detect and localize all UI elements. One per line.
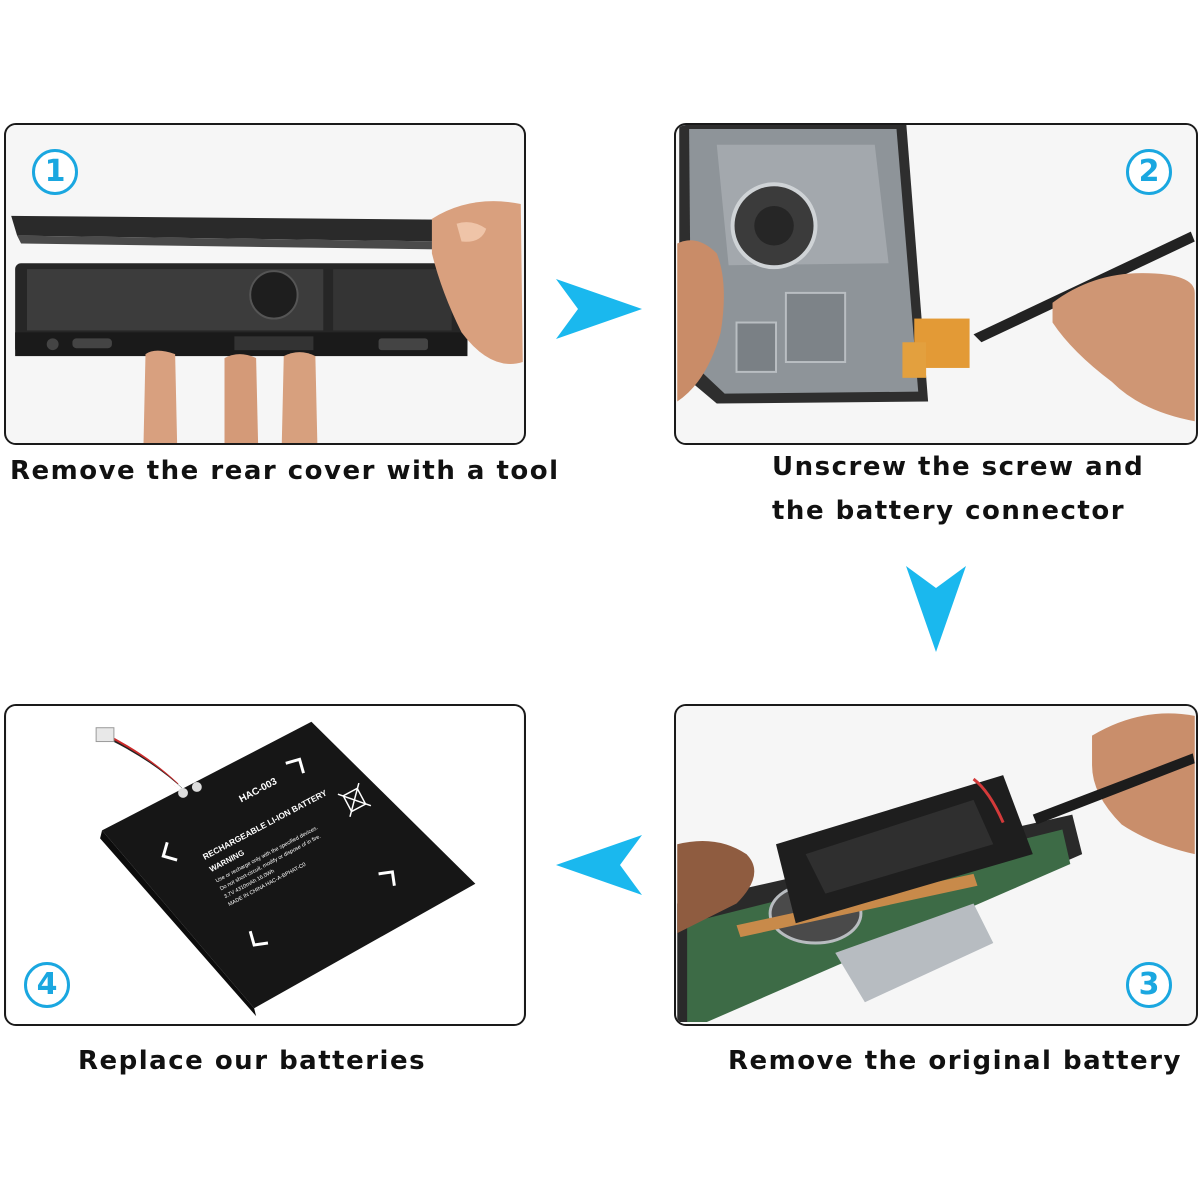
step-4-panel: HAC-003 RECHARGEABLE LI-ION BATTERY WARN…: [4, 704, 526, 1026]
step-4-photo: HAC-003 RECHARGEABLE LI-ION BATTERY WARN…: [7, 706, 523, 1024]
step-3-number-badge: 3: [1126, 962, 1172, 1008]
step-2-panel: 2: [674, 123, 1198, 445]
triangle-arrow-icon: [556, 835, 642, 895]
step-3-photo: [677, 706, 1195, 1024]
step-3-caption: Remove the original battery: [728, 1046, 1182, 1076]
step-2-photo: [677, 125, 1195, 443]
step-2-caption-line-1: Unscrew the screw and: [772, 452, 1145, 482]
step-2-number-badge: 2: [1126, 149, 1172, 195]
triangle-arrow-icon: [906, 566, 966, 652]
step-2-caption-line-2: the battery connector: [772, 496, 1126, 526]
step-1-caption: Remove the rear cover with a tool: [10, 456, 560, 486]
step-1-panel: 1: [4, 123, 526, 445]
step-3-panel: 3: [674, 704, 1198, 1026]
step-4-number-badge: 4: [24, 962, 70, 1008]
step-1-number-badge: 1: [32, 149, 78, 195]
step-4-caption: Replace our batteries: [78, 1046, 427, 1076]
step-1-photo: [7, 125, 523, 443]
triangle-arrow-icon: [556, 279, 642, 339]
